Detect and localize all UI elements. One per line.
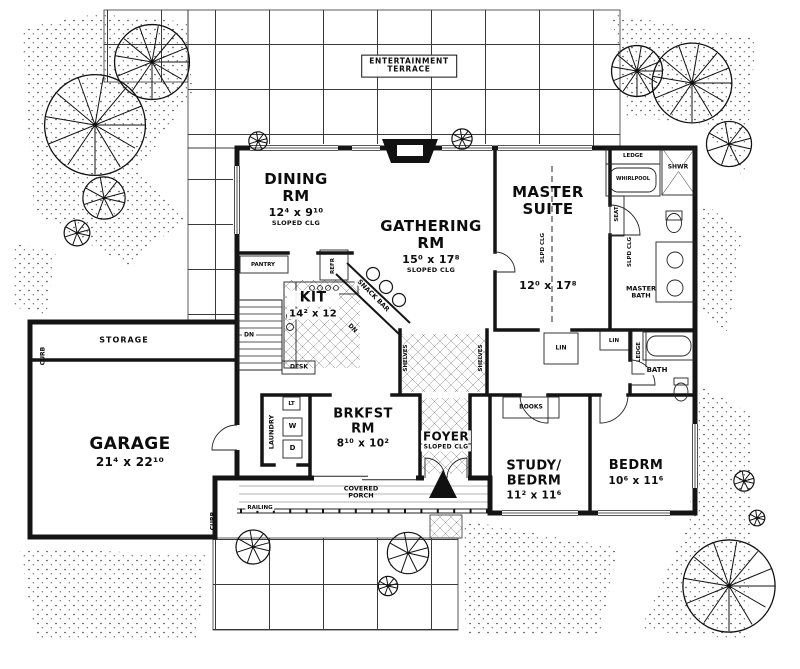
fireplace [382, 139, 438, 163]
kitchen-label: KIT 14² x 12 [286, 290, 340, 320]
garage-dims: 21⁴ x 22¹⁰ [95, 454, 165, 469]
terrace-label-line2: TERRACE [387, 65, 431, 74]
gathering-room-note: SLOPED CLG [406, 265, 456, 274]
pantry-label: PANTRY [250, 261, 276, 268]
entry-arrow [429, 470, 457, 498]
seat-label: SEAT [613, 206, 620, 222]
foyer-name: FOYER [420, 429, 472, 444]
refrigerator-label: REFR [329, 258, 336, 274]
bedroom-label: BEDRM 10⁶ x 11⁶ [608, 457, 664, 487]
bedroom-name: BEDRM [608, 457, 664, 473]
sloped-clg-note-2: SLPD CLG [626, 236, 633, 268]
storage-label: STORAGE [99, 335, 149, 345]
foyer-note: SLOPED CLG [420, 444, 472, 452]
kitchen-dims: 14² x 12 [286, 308, 340, 320]
terrace-label-line1: ENTERTAINMENT [369, 56, 449, 66]
terrace-label: ENTERTAINMENT TERRACE [361, 54, 457, 78]
stair-treads [237, 299, 283, 371]
down-stairs-label: DN [241, 331, 257, 340]
dryer-label: D [289, 444, 296, 453]
gathering-room-dims: 15⁰ x 17⁸ [402, 252, 460, 266]
laundry-label: LAUNDRY [267, 414, 276, 450]
master-suite-dims: 12⁰ x 17⁸ [519, 278, 577, 292]
washer-label: W [288, 422, 297, 431]
sloped-clg-note-1: SLPD CLG [539, 232, 546, 264]
shelves-right-label: SHELVES [477, 344, 484, 372]
study-bedroom-name: STUDY/BEDRM [506, 458, 562, 489]
desk-label: DESK [289, 363, 309, 371]
snack-bar-counter [335, 262, 411, 335]
kitchen-name: KIT [286, 290, 340, 307]
breakfast-room-dims: 8¹⁰ x 10² [336, 437, 390, 450]
bedroom-dims: 10⁶ x 11⁶ [608, 474, 664, 487]
dining-room-dims: 12⁴ x 9¹⁰ [268, 205, 324, 219]
shelves-left-label: SHELVES [402, 344, 409, 372]
shower-label: SHWR [665, 163, 691, 172]
study-bedroom-dims: 11² x 11⁶ [506, 489, 562, 502]
garage-name: GARAGE [89, 433, 171, 454]
light-closet-label: LT [288, 400, 295, 407]
linen-closet-label-2: LIN [608, 337, 620, 344]
books-shelf-label: BOOKS [519, 403, 543, 411]
dining-room-note: SLOPED CLG [271, 218, 321, 227]
foyer-label: FOYER SLOPED CLG [420, 429, 472, 452]
terrace-tiles [103, 9, 621, 631]
ledge-hall-label: LEDGE [635, 341, 642, 363]
snack-bar-label: SNACK BAR [354, 277, 392, 315]
ledge-top-label: LEDGE [620, 152, 646, 160]
study-bedroom-label: STUDY/BEDRM 11² x 11⁶ [506, 458, 562, 503]
curb-left-label: CURB [39, 346, 47, 366]
fixtures [239, 147, 696, 539]
linen-closet-label-1: LIN [555, 344, 567, 352]
down-step-label: DN [346, 322, 359, 335]
door-arcs [211, 204, 656, 479]
whirlpool-label: WHIRLPOOL [614, 176, 652, 183]
railing-label: RAILING [245, 504, 275, 512]
garage-label: GARAGE 21⁴ x 22¹⁰ [89, 433, 171, 469]
curb-bottom-label: CURB [209, 511, 217, 531]
bath-label: BATH [644, 366, 670, 375]
